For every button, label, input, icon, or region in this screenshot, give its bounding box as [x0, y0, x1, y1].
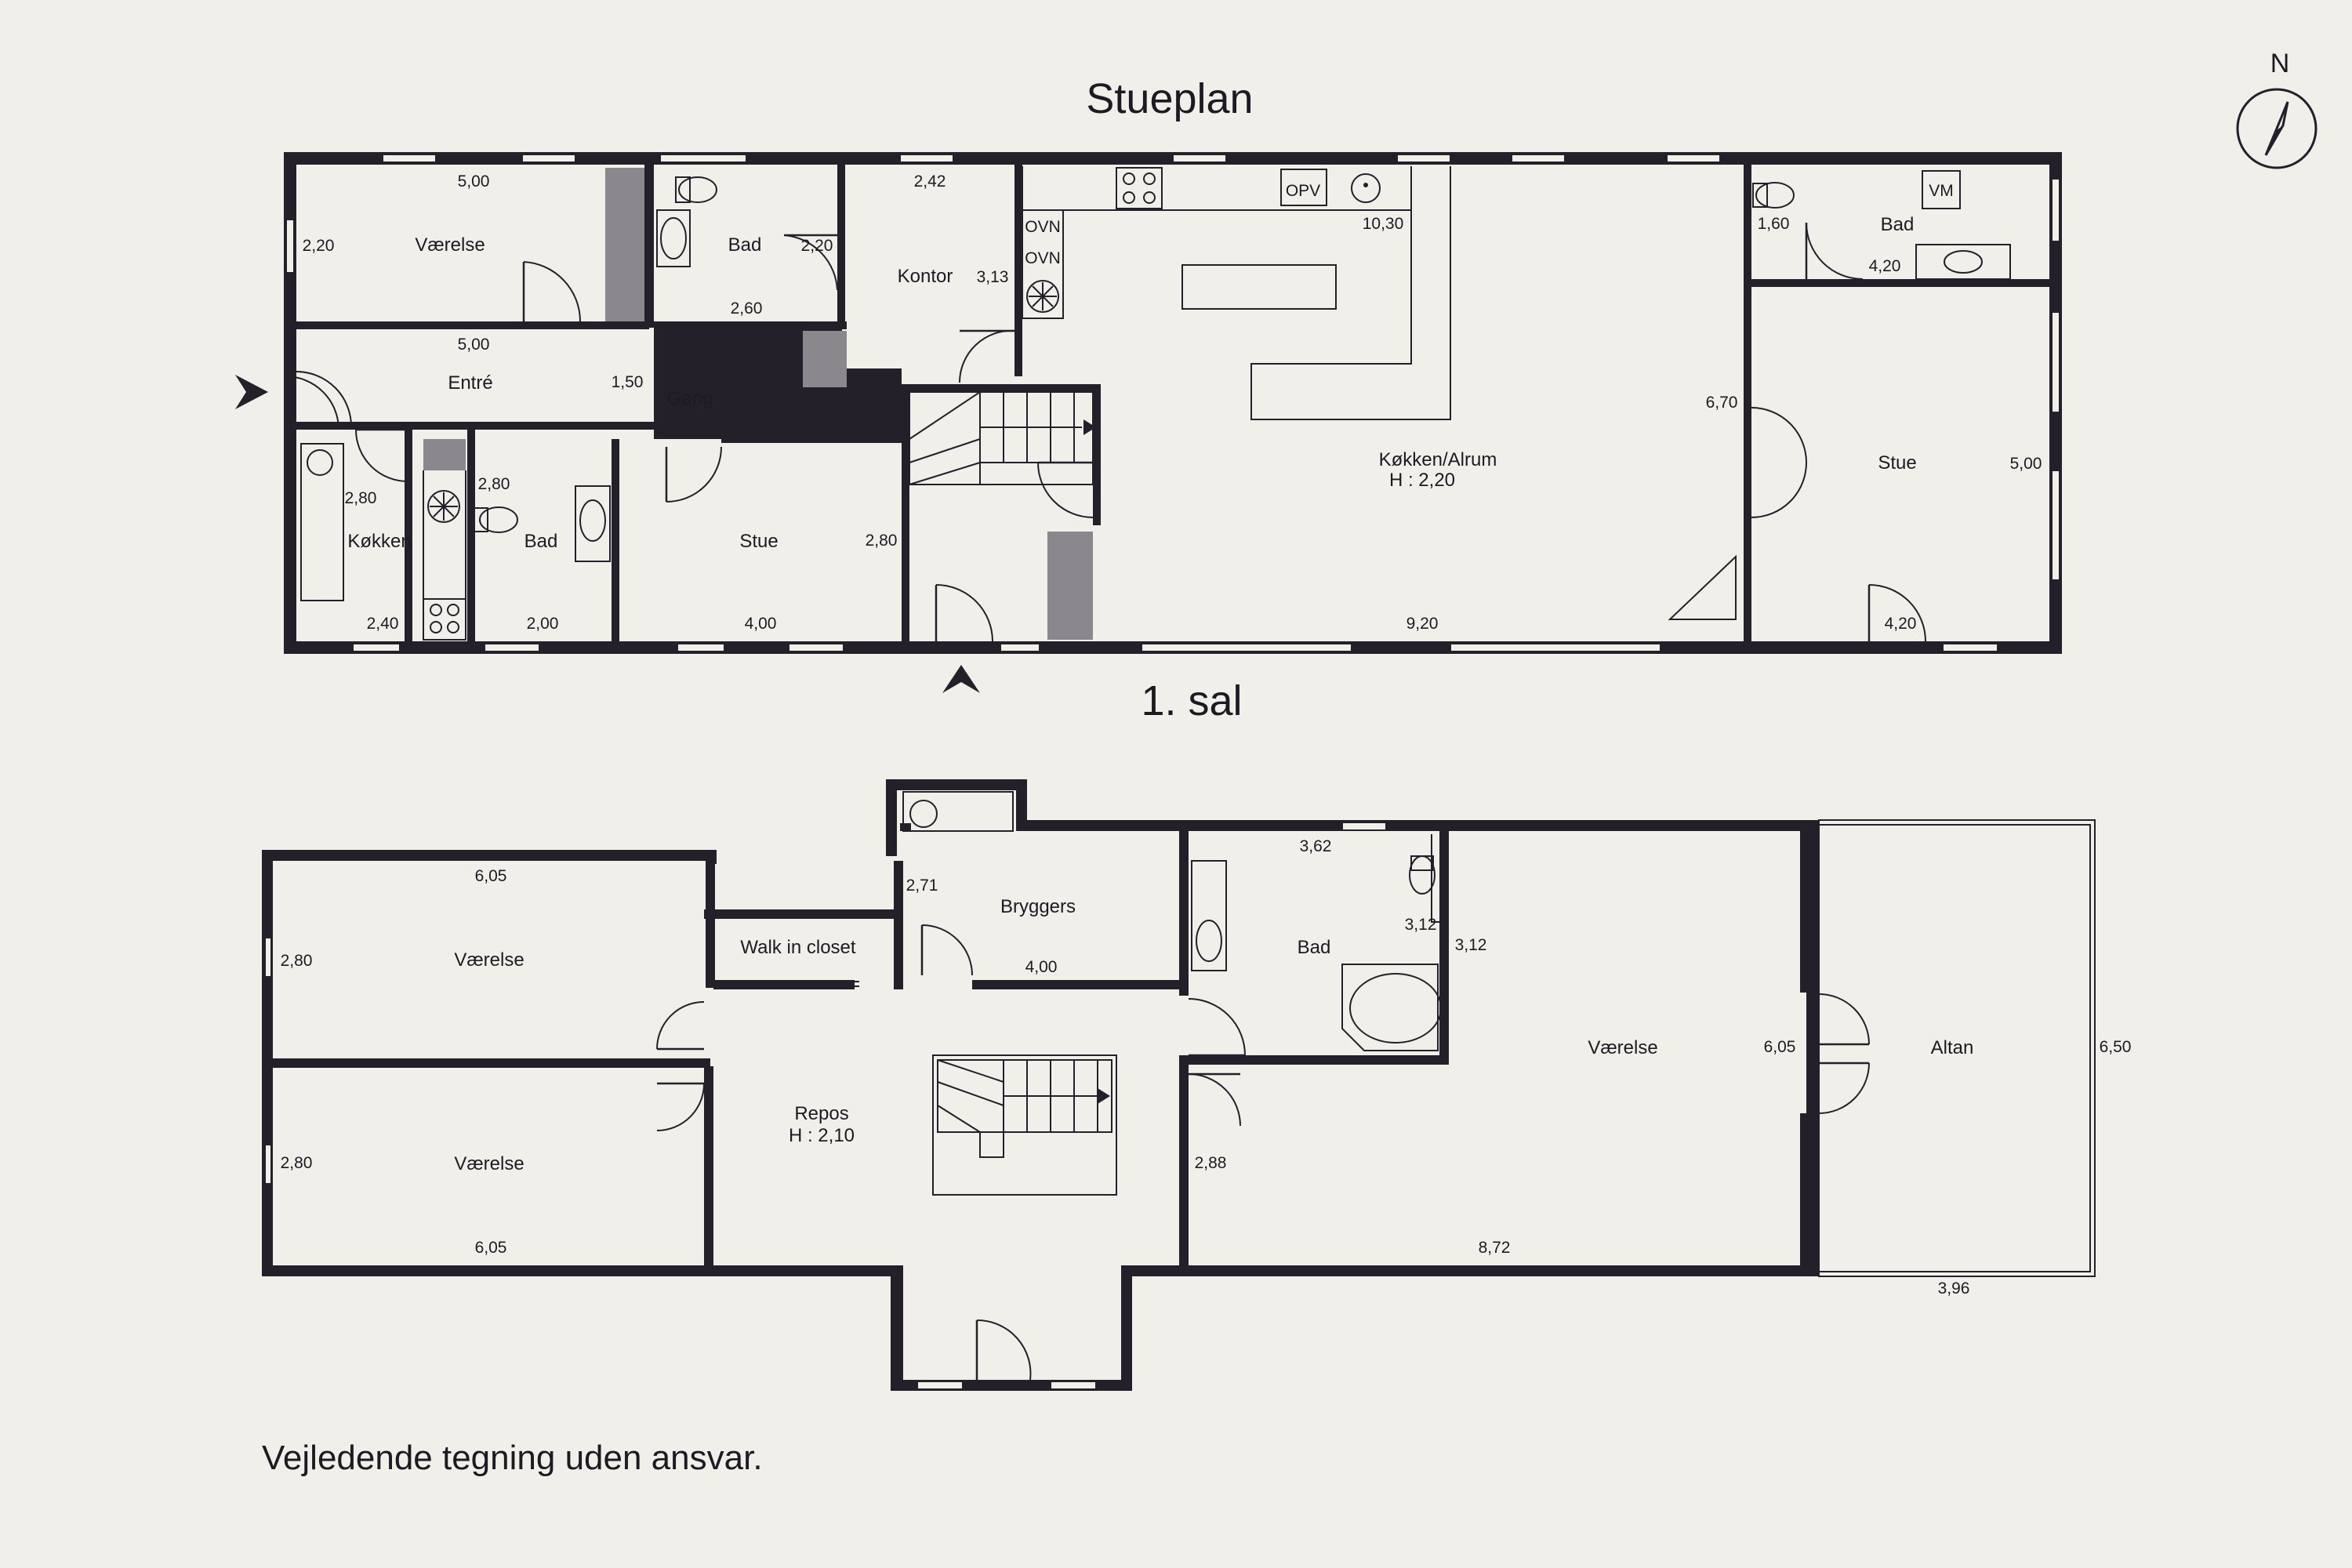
- entrance-arrow-icon: [942, 665, 980, 693]
- dim-label: 2,71: [906, 877, 938, 895]
- compass-icon: [2236, 88, 2318, 169]
- dim-label: 4,00: [1025, 958, 1058, 976]
- toilet-icon: [473, 506, 518, 533]
- dim-label: 3,13: [977, 268, 1009, 286]
- dim-label: 5,00: [458, 172, 490, 191]
- room-label-altan: Altan: [1931, 1037, 1974, 1058]
- dim-label: 6,05: [475, 1239, 507, 1257]
- dim-label: 2,40: [367, 615, 399, 633]
- room-height-koekken-alrum: H : 2,20: [1389, 470, 1455, 491]
- dim-label: 2,80: [281, 1154, 313, 1172]
- cooktop-icon: [423, 598, 466, 641]
- room-label-stue-right: Stue: [1878, 452, 1916, 474]
- room-label-vaerelse-1: Værelse: [454, 949, 524, 971]
- room-label-vaerelse-big: Værelse: [1588, 1037, 1657, 1058]
- ground-floor-plan: [235, 152, 2062, 693]
- room-label-bad-bottom: Bad: [524, 531, 558, 552]
- dim-label: 9,20: [1406, 615, 1439, 633]
- dim-label: 8,72: [1479, 1239, 1511, 1257]
- dim-label: 3,12: [1455, 936, 1487, 954]
- room-label-gang: Gang: [667, 388, 713, 409]
- room-label-vaerelse-2: Værelse: [454, 1153, 524, 1174]
- sink-icon: [656, 209, 691, 267]
- dim-label: 2,42: [914, 172, 946, 191]
- room-label-bad: Bad: [728, 234, 762, 256]
- room-label-kontor: Kontor: [898, 266, 953, 287]
- appliance-label-opv: OPV: [1286, 182, 1320, 200]
- dim-label: 2,60: [731, 299, 763, 318]
- sink-icon: [902, 791, 1014, 832]
- dim-label: 4,20: [1869, 257, 1901, 275]
- title-first-floor: 1. sal: [1141, 677, 1242, 724]
- room-label-walk-in-closet: Walk in closet: [740, 937, 855, 958]
- dim-label: 6,50: [2100, 1038, 2132, 1056]
- dim-label: 2,20: [303, 237, 335, 255]
- appliance-label-vm: VM: [1929, 182, 1954, 200]
- dim-label: 5,00: [458, 336, 490, 354]
- dim-label: 2,20: [801, 237, 833, 255]
- appliance-label-ovn: OVN: [1025, 218, 1061, 236]
- door-swing: [656, 924, 1870, 1381]
- bathtub-icon: [1341, 964, 1442, 1051]
- altan-outline: [1818, 819, 2096, 1277]
- first-staircase: [932, 1054, 1117, 1196]
- dim-label: 6,05: [1764, 1038, 1796, 1056]
- dim-label: 1,60: [1758, 215, 1790, 233]
- dim-label: 3,96: [1938, 1279, 1970, 1298]
- appliance-label-ovn: OVN: [1025, 249, 1061, 267]
- sink-icon: [1351, 173, 1381, 203]
- room-height-repos: H : 2,10: [789, 1125, 855, 1146]
- dim-label: 2,88: [1195, 1154, 1227, 1172]
- dim-label: 1,50: [612, 373, 644, 391]
- room-label-stue: Stue: [739, 531, 778, 552]
- ground-staircase: [909, 391, 1096, 485]
- compass-north-label: N: [2270, 49, 2290, 78]
- dim-label: 2,80: [866, 532, 898, 550]
- door-swing: [284, 222, 1926, 642]
- room-label-bad-right: Bad: [1881, 214, 1915, 235]
- dim-label: 2,80: [345, 489, 377, 507]
- fan-icon: [427, 490, 460, 523]
- dim-label: 3,62: [1300, 837, 1332, 855]
- dim-label: 6,05: [475, 867, 507, 885]
- toilet-icon: [675, 176, 717, 203]
- ground-outer-wall-left: [284, 152, 296, 654]
- sink-icon: [1915, 244, 2011, 280]
- room-label-bad: Bad: [1298, 937, 1331, 958]
- room-label-bryggers: Bryggers: [1000, 896, 1076, 917]
- dim-label: 2,00: [527, 615, 559, 633]
- disclaimer-text: Vejledende tegning uden ansvar.: [262, 1439, 763, 1477]
- first-floor-plan: [262, 779, 2096, 1391]
- sink-icon: [575, 485, 611, 562]
- sink-icon: [1191, 860, 1227, 971]
- cooktop-icon: [1116, 167, 1163, 209]
- room-label-vaerelse: Værelse: [415, 234, 485, 256]
- dim-label: 6,70: [1706, 394, 1738, 412]
- entrance-arrow-icon: [235, 375, 268, 409]
- dim-label: 5,00: [2010, 455, 2042, 473]
- toilet-icon: [1409, 855, 1436, 895]
- dim-label: 3,12: [1405, 916, 1437, 934]
- dim-label: 4,20: [1885, 615, 1917, 633]
- dim-label: 4,00: [745, 615, 777, 633]
- sink-icon: [300, 443, 344, 601]
- title-ground-floor: Stueplan: [1086, 75, 1253, 122]
- room-label-repos: Repos: [794, 1103, 848, 1124]
- dim-label: 10,30: [1363, 215, 1404, 233]
- toilet-icon: [1752, 182, 1795, 209]
- dim-label: 2,80: [478, 475, 510, 493]
- room-label-entre: Entré: [448, 372, 492, 394]
- fan-icon: [1026, 280, 1059, 313]
- room-label-koekken-alrum: Køkken/Alrum: [1379, 449, 1497, 470]
- dim-label: 2,80: [281, 952, 313, 970]
- room-label-koekken: Køkken: [347, 531, 411, 552]
